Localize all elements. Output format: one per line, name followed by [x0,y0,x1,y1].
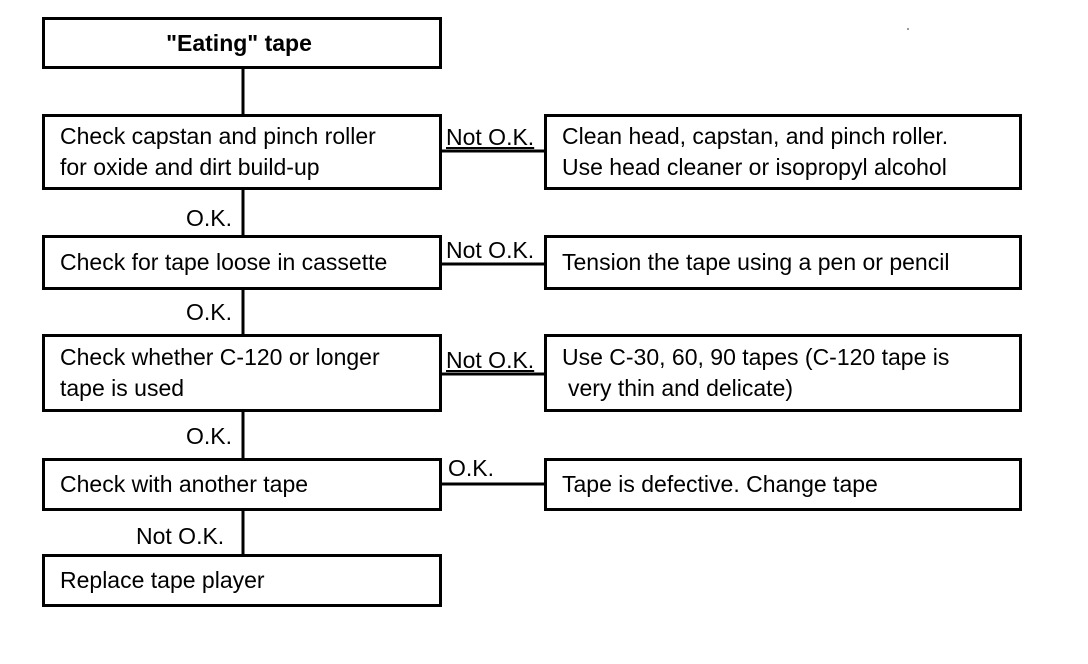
start-node-eating-tape: "Eating" tape [42,17,442,69]
branch-label-not-ok-3: Not O.K. [446,347,535,373]
check-another-tape-line-1: Check with another tape [60,471,309,497]
use-short-tapes-box: Use C-30, 60, 90 tapes (C-120 tape is ve… [544,334,1022,412]
branch-label-not-ok-2: Not O.K. [446,237,535,263]
use-short-tapes-line-1: Use C-30, 60, 90 tapes (C-120 tape is [562,344,950,370]
down-label-ok-1: O.K. [186,205,233,231]
check-loose-tape-line-1: Check for tape loose in cassette [60,249,388,275]
tension-tape-line-1: Tension the tape using a pen or pencil [562,249,950,275]
clean-head-line-1: Clean head, capstan, and pinch roller. [562,123,949,149]
down-label-ok-3: O.K. [186,423,233,449]
check-length-line-2: tape is used [60,375,185,401]
replace-player-label: Replace tape player [60,567,265,593]
use-short-tapes-line-2: very thin and delicate) [568,375,794,401]
start-node-label: "Eating" tape [166,29,312,56]
down-label-not-ok-4: Not O.K. [136,523,225,549]
clean-head-box: Clean head, capstan, and pinch roller. U… [544,114,1022,190]
branch-label-not-ok-1: Not O.K. [446,124,535,150]
check-length-box: Check whether C-120 or longer tape is us… [42,334,442,412]
clean-head-line-2: Use head cleaner or isopropyl alcohol [562,154,947,180]
scan-speck [907,28,909,30]
check-capstan-box: Check capstan and pinch roller for oxide… [42,114,442,190]
check-capstan-line-1: Check capstan and pinch roller [60,123,376,149]
replace-player-box: Replace tape player [42,554,442,607]
down-label-ok-2: O.K. [186,299,233,325]
branch-label-ok-4: O.K. [448,455,495,481]
check-loose-tape-box: Check for tape loose in cassette [42,235,442,290]
tension-tape-box: Tension the tape using a pen or pencil [544,235,1022,290]
tape-defective-line-1: Tape is defective. Change tape [562,471,878,497]
tape-defective-box: Tape is defective. Change tape [544,458,1022,511]
check-length-line-1: Check whether C-120 or longer [60,344,380,370]
check-another-tape-box: Check with another tape [42,458,442,511]
check-capstan-line-2: for oxide and dirt build-up [60,154,320,180]
